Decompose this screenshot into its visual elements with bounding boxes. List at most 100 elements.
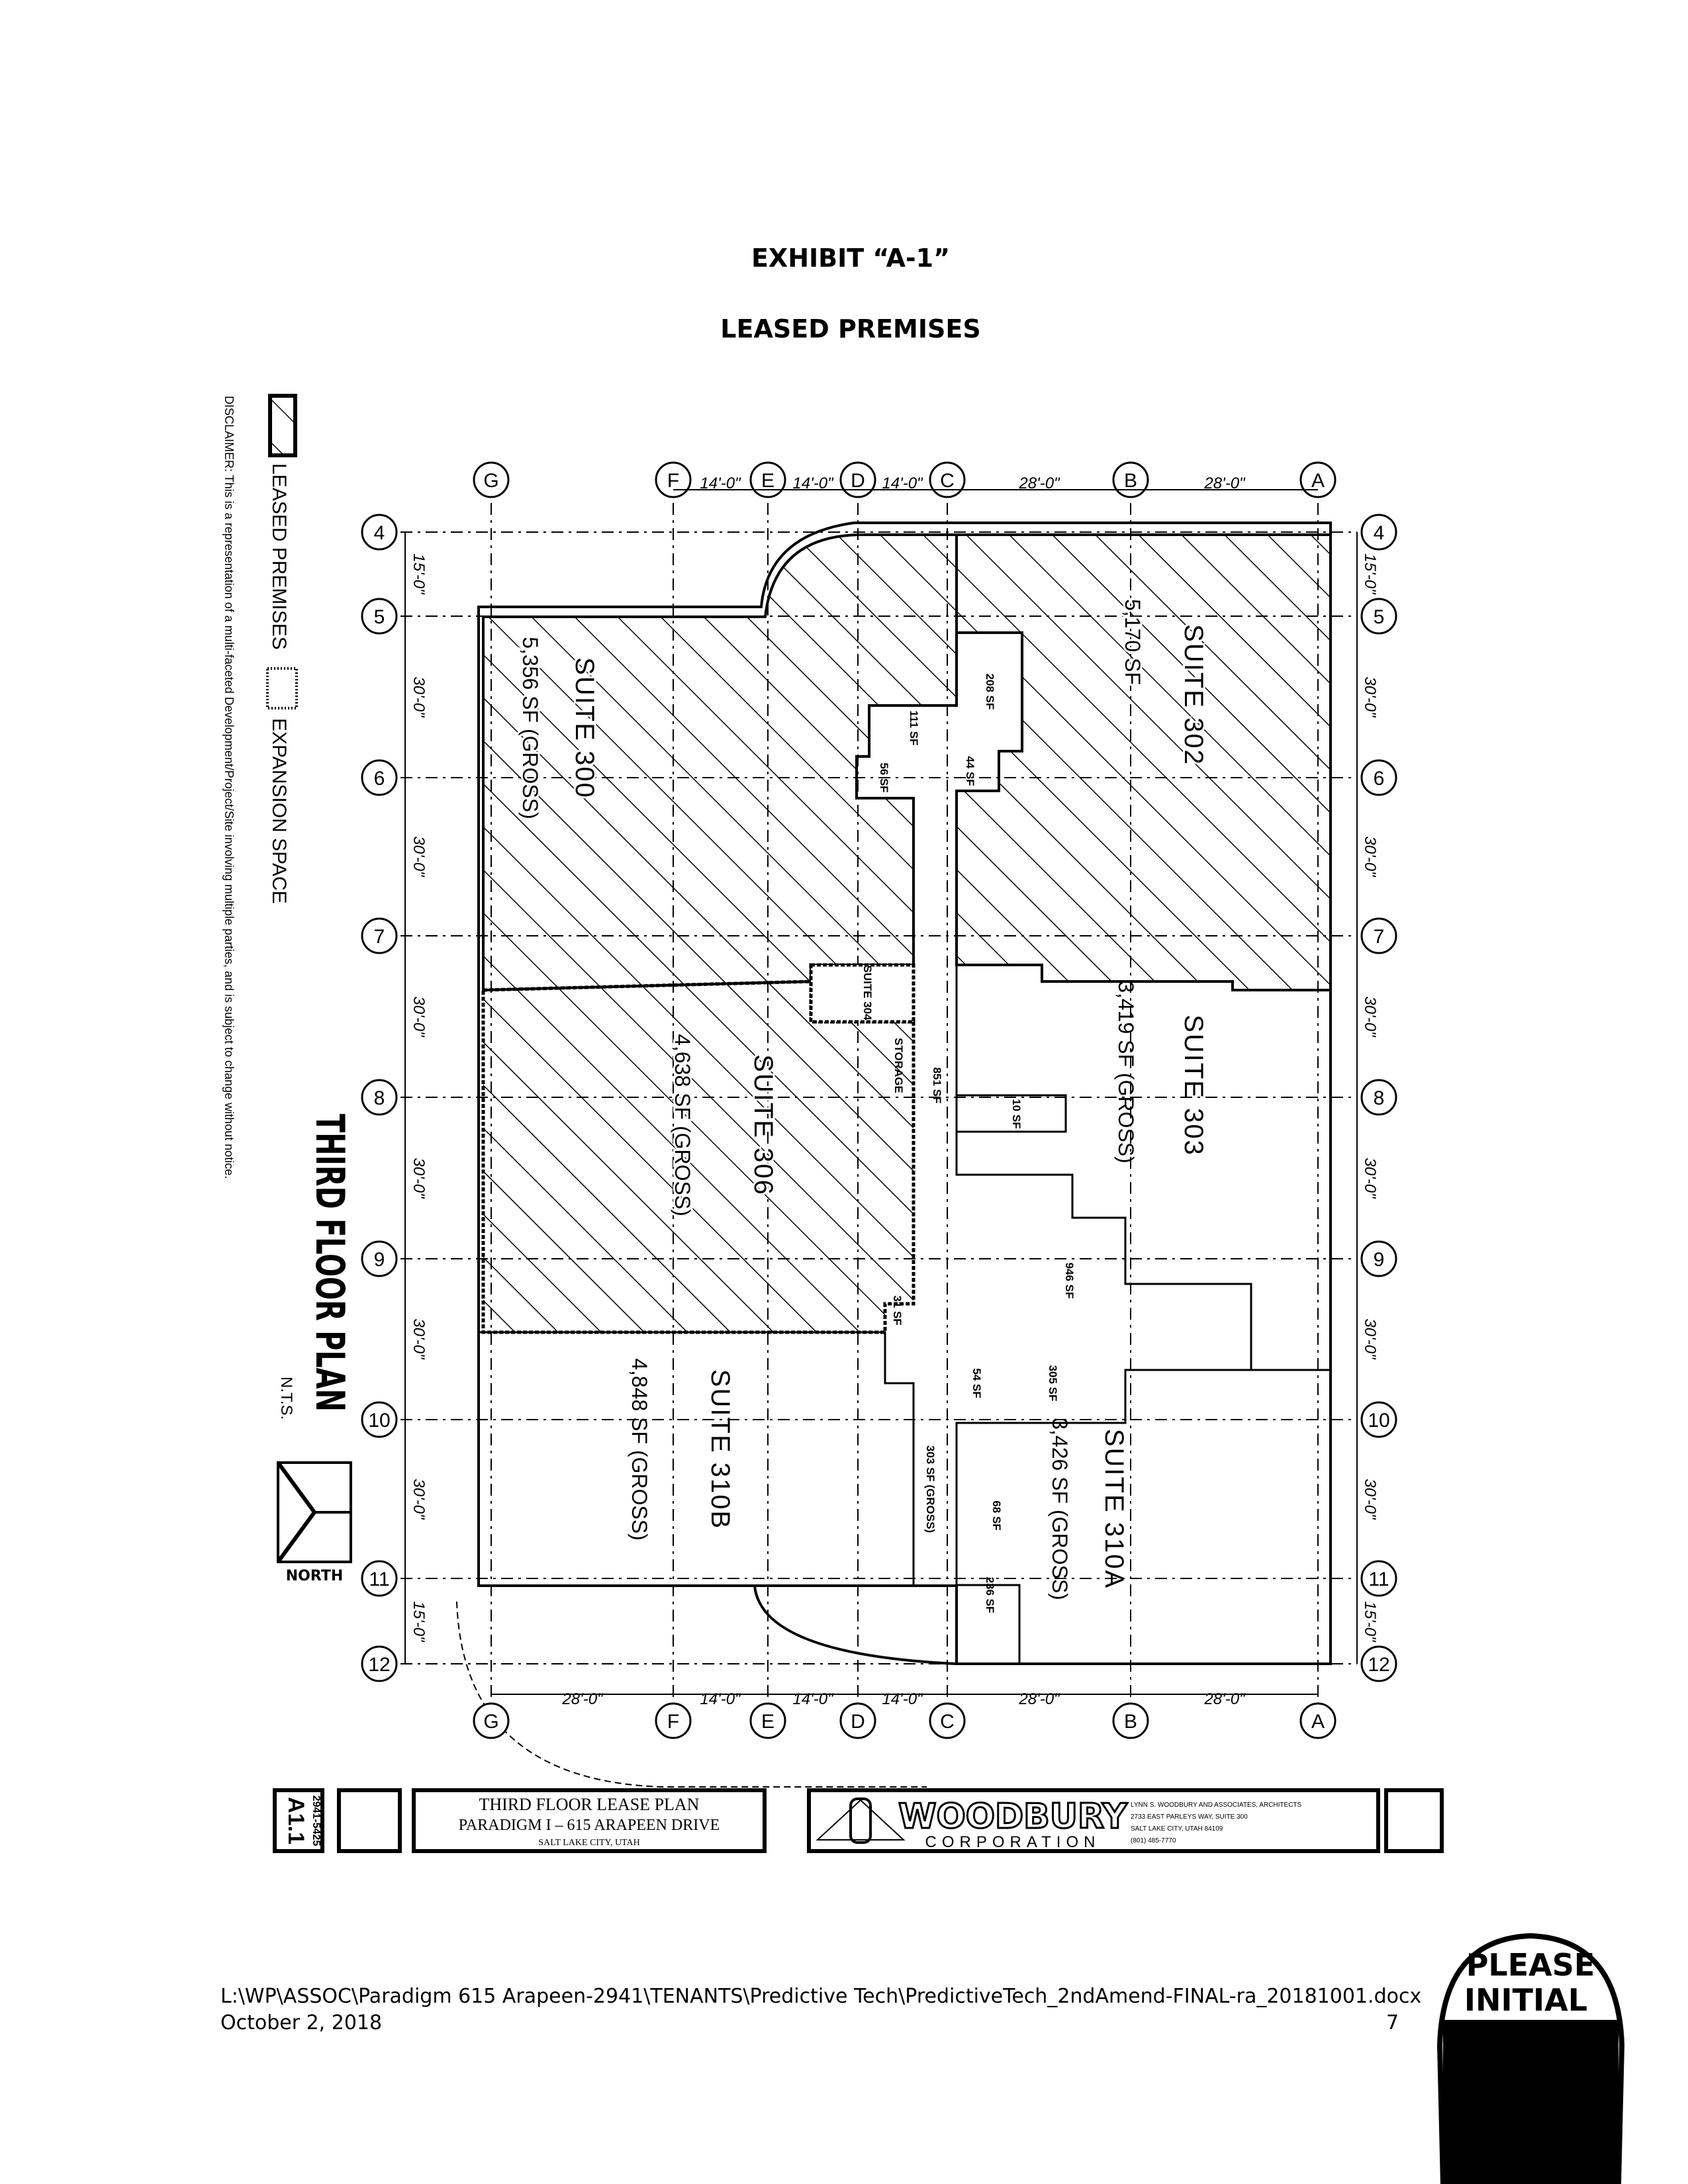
suite-310b-outline[interactable] [479,1331,915,1587]
svg-text:30'-0": 30'-0" [410,836,428,878]
svg-text:9: 9 [1374,1249,1385,1271]
company-name: WOODBURY [898,1797,1128,1837]
svg-text:12: 12 [368,1654,390,1676]
svg-text:303 SF (GROSS): 303 SF (GROSS) [924,1445,937,1533]
svg-text:28'-0": 28'-0" [1203,475,1246,492]
suite-303-outline[interactable] [955,964,1332,1371]
svg-text:STORAGE: STORAGE [892,1038,905,1093]
svg-text:D: D [851,1711,865,1733]
suite-304-area[interactable] [809,963,915,1024]
small-area-labels: 208 SF 111 SF 56 SF 44 SF 10 SF 851 SF 9… [878,674,1076,1614]
svg-text:208 SF: 208 SF [984,674,996,710]
svg-text:4: 4 [374,522,385,544]
row-bubbles-right: 4 5 6 7 8 9 10 11 12 [1360,514,1397,1682]
svg-text:30'-0": 30'-0" [1361,676,1379,718]
svg-text:B: B [1124,1711,1137,1733]
north-arrow-icon: NORTH [276,1461,352,1584]
svg-text:236 SF: 236 SF [984,1577,996,1614]
svg-text:5: 5 [1374,606,1385,628]
svg-text:30'-0": 30'-0" [410,1318,428,1360]
svg-text:A: A [1311,470,1325,492]
svg-text:B: B [1124,470,1137,492]
svg-text:15'-0": 15'-0" [1361,1601,1379,1643]
svg-text:E: E [761,1711,774,1733]
svg-text:4,848 SF (GROSS): 4,848 SF (GROSS) [628,1358,651,1541]
svg-text:30'-0": 30'-0" [1361,1318,1379,1360]
expansion-swatch [266,667,298,709]
svg-text:14'-0": 14'-0" [792,475,834,492]
svg-text:F: F [667,470,679,492]
svg-text:SUITE 310B: SUITE 310B [706,1369,735,1529]
suite-300-area[interactable] [482,533,958,992]
svg-text:C: C [940,470,955,492]
svg-text:NORTH: NORTH [286,1568,344,1584]
svg-text:68 SF: 68 SF [990,1500,1003,1530]
svg-text:851 SF: 851 SF [931,1068,943,1104]
svg-text:11: 11 [369,1569,389,1590]
exhibit-subtitle: LEASED PREMISES [720,314,980,343]
document-date: October 2, 2018 [220,2011,382,2034]
svg-text:30'-0": 30'-0" [1361,996,1379,1038]
svg-text:30'-0": 30'-0" [410,1479,428,1520]
title-block: A1.1 2941-5425 THIRD FLOOR LEASE PLAN PA… [273,1788,1444,1853]
svg-text:30'-0": 30'-0" [410,1158,428,1199]
top-dimensions: 14'-0" 14'-0" 14'-0" 28'-0" 28'-0" [673,475,1318,492]
svg-text:14'-0": 14'-0" [700,475,741,492]
svg-text:7: 7 [374,926,385,948]
bottom-dimensions: 28'-0" 14'-0" 14'-0" 14'-0" 28'-0" 28'-0… [491,1690,1318,1708]
column-bubbles-bottom: G F E D C B A [473,1702,1336,1739]
svg-text:SUITE 306: SUITE 306 [749,1054,778,1196]
svg-text:SUITE 303: SUITE 303 [1179,1015,1208,1156]
title-line3: SALT LAKE CITY, UTAH [538,1838,639,1848]
suite-310b-label: SUITE 310B 4,848 SF (GROSS) [628,1358,735,1541]
company-subtitle: CORPORATION [925,1833,1101,1851]
suite-310a-outline[interactable] [955,1369,1332,1665]
svg-text:44 SF: 44 SF [964,756,976,786]
svg-text:30'-0": 30'-0" [1361,1158,1379,1199]
svg-text:6: 6 [374,768,385,790]
disclaimer: DISCLAIMER: This is a representation of … [222,396,236,1179]
file-path: L:\WP\ASSOC\Paradigm 615 Arapeen-2941\TE… [220,1985,1421,2008]
svg-text:7: 7 [1374,926,1385,948]
architect-city: SALT LAKE CITY, UTAH 84109 [1131,1825,1223,1833]
svg-text:G: G [483,470,498,492]
woodbury-logo-icon [816,1797,906,1844]
svg-text:305 SF: 305 SF [1047,1365,1059,1402]
leased-swatch [268,394,297,457]
please-initial-stamp[interactable]: PLEASE INITIAL [1436,1933,1625,2184]
architect-phone: (801) 485-7770 [1131,1837,1176,1844]
svg-text:8: 8 [1374,1087,1385,1109]
svg-text:28'-0": 28'-0" [1203,1690,1246,1708]
svg-text:30'-0": 30'-0" [410,676,428,718]
svg-text:15'-0": 15'-0" [410,553,428,595]
svg-text:28'-0": 28'-0" [1018,1690,1060,1708]
svg-text:PLEASE: PLEASE [1466,1947,1595,1983]
corner-curve [753,1585,957,1665]
right-dimensions: 15'-0" 30'-0" 30'-0" 30'-0" 30'-0" 30'-0… [1356,532,1379,1664]
project-number: 2941-5425 [310,1796,322,1846]
svg-text:G: G [483,1711,498,1733]
plan-scale: N.T.S. [277,1377,295,1420]
entry-arc [456,1601,927,1788]
svg-text:A: A [1311,1711,1325,1733]
svg-text:6: 6 [1374,768,1385,790]
svg-text:946 SF: 946 SF [1063,1263,1076,1299]
title-line2: PARADIGM I – 615 ARAPEEN DRIVE [459,1817,720,1834]
suite-306-area[interactable] [481,979,915,1334]
svg-text:56 SF: 56 SF [878,762,890,792]
svg-text:14'-0": 14'-0" [882,1690,923,1708]
suite-304-label: SUITE 304 [861,965,874,1021]
row-bubbles-left: 4 5 6 7 8 9 10 11 12 [361,514,398,1682]
svg-text:8: 8 [374,1087,385,1109]
svg-text:SUITE 302: SUITE 302 [1179,624,1208,766]
svg-text:F: F [667,1711,679,1733]
svg-text:SUITE 310A: SUITE 310A [1100,1429,1129,1589]
svg-text:10: 10 [368,1410,390,1432]
sheet-number: A1.1 [283,1797,308,1844]
